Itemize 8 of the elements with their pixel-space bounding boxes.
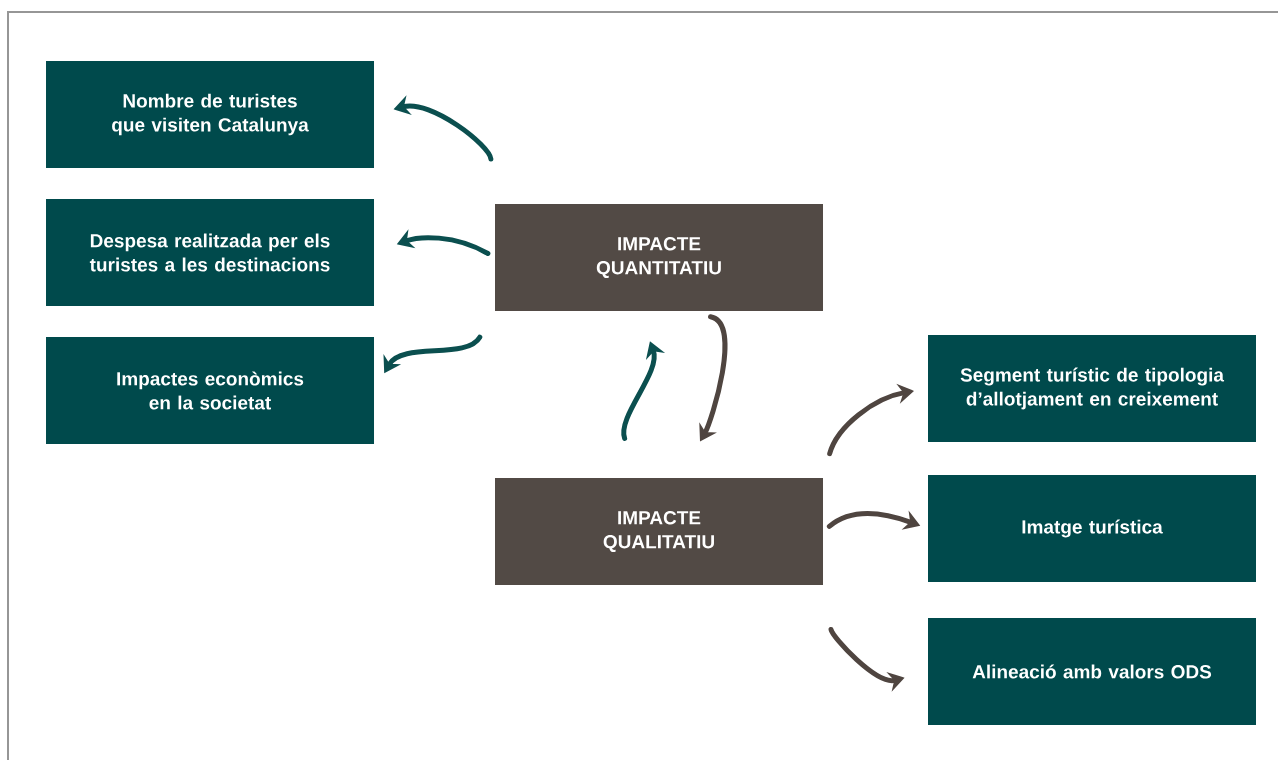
- topic-box: Segment turístic de tipologia d’allotjament en creixement: [928, 335, 1256, 442]
- topic-box: Alineació amb valors ODS: [928, 618, 1256, 725]
- topic-box: Impactes econòmics en la societat: [46, 337, 374, 444]
- topic-box: Despesa realitzada per els turistes a les destinacions: [46, 199, 374, 306]
- topic-box: Imatge turística: [928, 475, 1256, 582]
- impact-box: IMPACTE QUANTITATIU: [495, 204, 823, 311]
- topic-box: Nombre de turistes que visiten Catalunya: [46, 61, 374, 168]
- impact-box: IMPACTE QUALITATIU: [495, 478, 823, 585]
